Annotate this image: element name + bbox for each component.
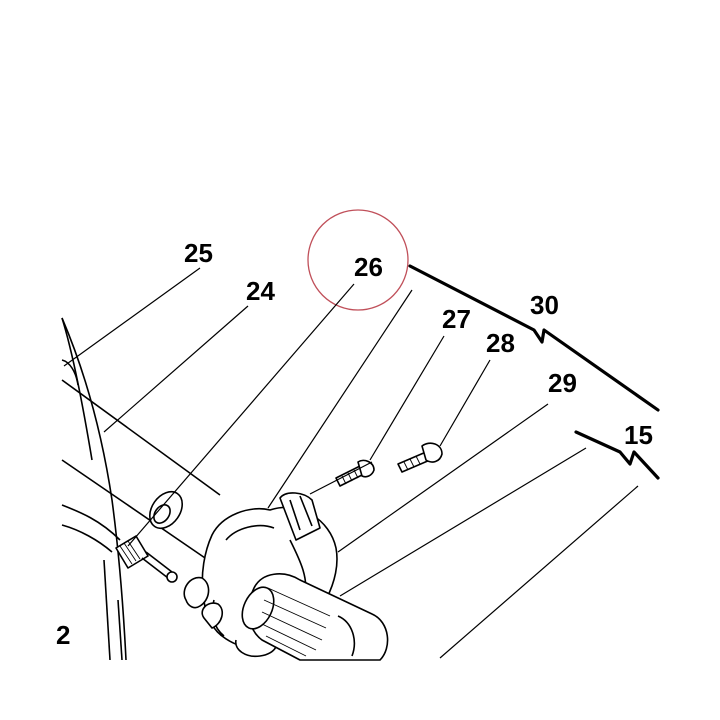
callout-25: 25	[184, 238, 213, 268]
cable-adjuster	[115, 535, 178, 583]
callout-30: 30	[530, 290, 559, 320]
leader-30-b	[309, 461, 373, 495]
leader-30-a	[267, 289, 413, 509]
screw-28	[397, 442, 443, 473]
leader-15-b	[439, 485, 639, 659]
highlight-circle	[307, 209, 409, 311]
callout-29: 29	[548, 368, 577, 398]
leader-28	[439, 359, 491, 447]
group-brackets	[408, 264, 660, 480]
callout-2: 2	[56, 620, 70, 650]
callout-15: 15	[624, 420, 653, 450]
bracket-15	[574, 430, 660, 480]
callout-27: 27	[442, 304, 471, 334]
leader-29	[337, 403, 549, 553]
callout-labels: 25 24 26 27 28 30 29 15 2	[56, 238, 653, 650]
twist-grip	[241, 573, 389, 661]
callout-24: 24	[246, 276, 275, 306]
callout-26: 26	[354, 252, 383, 282]
handlebar-frame	[61, 317, 221, 661]
leader-15-a	[339, 447, 587, 597]
leader-26	[127, 283, 355, 547]
leader-25	[63, 267, 201, 367]
leader-lines	[63, 267, 639, 659]
leader-24	[103, 305, 249, 433]
bracket-30	[408, 264, 660, 412]
leader-27	[369, 335, 445, 461]
callout-28: 28	[486, 328, 515, 358]
